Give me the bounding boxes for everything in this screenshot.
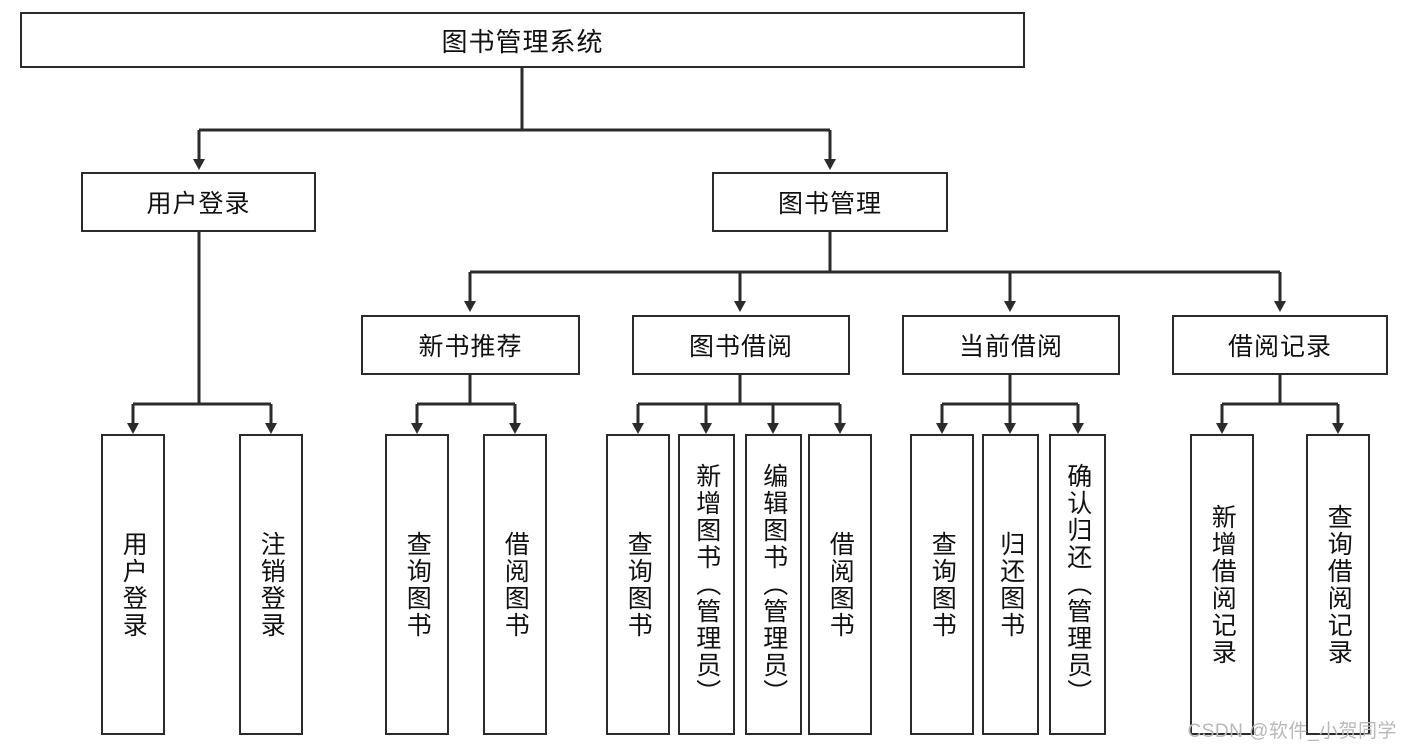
leaf-label: 编辑图书（管理员） [759,463,788,706]
leaf-label: 新增借阅记录 [1208,503,1237,666]
node-borrowing-records[interactable]: 借阅记录 [1172,315,1388,375]
leaf-label: 查询图书 [928,530,957,639]
node-label: 图书管理 [777,190,882,218]
leaf-label: 用户登录 [119,530,148,639]
leaf-label: 注销登录 [257,530,286,639]
leaf-borrow-books[interactable]: 借阅图书 [808,434,872,735]
leaf-edit-book-admin[interactable]: 编辑图书（管理员） [745,434,802,735]
leaf-label: 新增图书（管理员） [692,463,721,706]
leaf-label: 确认归还（管理员） [1063,463,1092,706]
node-book-borrowing[interactable]: 图书借阅 [632,315,850,375]
node-user-login[interactable]: 用户登录 [81,172,316,232]
node-label: 当前借阅 [958,333,1063,361]
leaf-add-borrow-record[interactable]: 新增借阅记录 [1190,434,1254,735]
leaf-confirm-return-admin[interactable]: 确认归还（管理员） [1049,434,1106,735]
leaf-borrow-books-recommend[interactable]: 借阅图书 [483,434,547,735]
leaf-query-books-current[interactable]: 查询图书 [910,434,974,735]
leaf-label: 借阅图书 [501,530,530,639]
leaf-label: 归还图书 [996,530,1025,639]
node-new-book-recommendation[interactable]: 新书推荐 [361,315,580,375]
node-book-management[interactable]: 图书管理 [712,172,948,232]
leaf-query-books-borrow[interactable]: 查询图书 [606,434,670,735]
leaf-label: 借阅图书 [826,530,855,639]
node-label: 新书推荐 [418,333,523,361]
node-label: 图书管理系统 [441,26,604,57]
leaf-user-login[interactable]: 用户登录 [101,434,165,735]
leaf-label: 查询图书 [624,530,653,639]
node-book-management-system[interactable]: 图书管理系统 [20,12,1025,68]
leaf-add-book-admin[interactable]: 新增图书（管理员） [678,434,735,735]
leaf-query-books-recommend[interactable]: 查询图书 [385,434,449,735]
node-label: 借阅记录 [1227,333,1332,361]
watermark-text: CSDN @软件_小贺同学 [1187,721,1397,742]
leaf-return-books[interactable]: 归还图书 [982,434,1039,735]
leaf-query-borrow-record[interactable]: 查询借阅记录 [1306,434,1370,735]
node-label: 图书借阅 [688,333,793,361]
node-current-borrowing[interactable]: 当前借阅 [902,315,1120,375]
node-label: 用户登录 [146,190,251,218]
leaf-label: 查询图书 [403,530,432,639]
leaf-label: 查询借阅记录 [1324,503,1353,666]
leaf-logout[interactable]: 注销登录 [239,434,303,735]
